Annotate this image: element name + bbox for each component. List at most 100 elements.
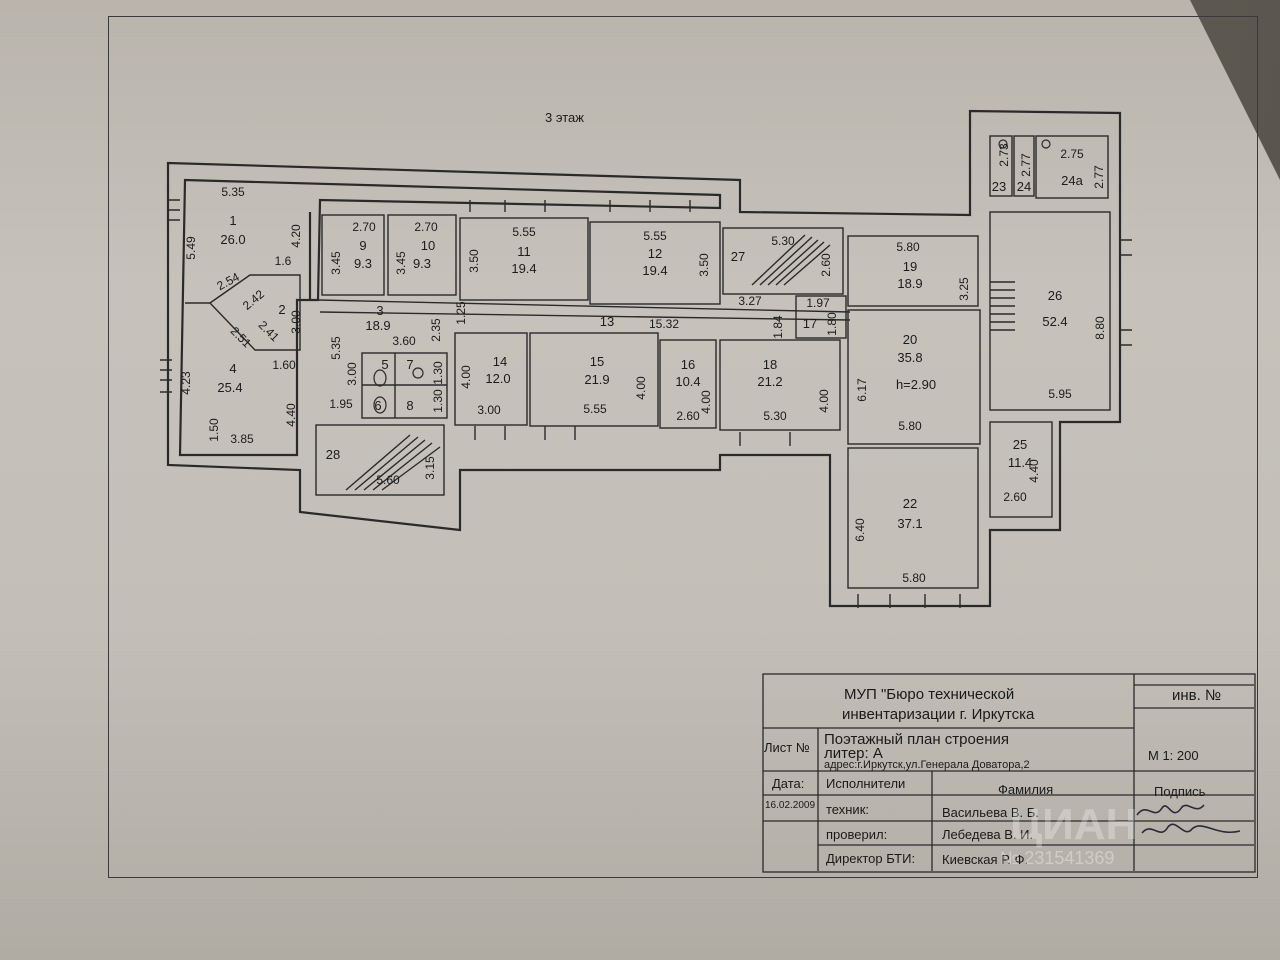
name-checker: Лебедева В. И. <box>942 827 1034 842</box>
dimension: 4.00 <box>699 390 713 414</box>
dimension: 2.41 <box>256 318 283 345</box>
room-label: 14 <box>493 354 507 369</box>
room-label: 17 <box>803 316 817 331</box>
role-director: Директор БТИ: <box>826 851 916 866</box>
role-technician: техник: <box>826 802 869 817</box>
drawing-frame <box>108 16 1258 878</box>
scale: М 1: 200 <box>1148 748 1199 763</box>
dimension: 2.60 <box>819 253 833 277</box>
room-area: 18.9 <box>365 318 390 333</box>
dimension: 2.73 <box>997 143 1011 167</box>
room-area: 19.4 <box>642 263 667 278</box>
dimension: 3.50 <box>467 249 481 273</box>
room-label: 12 <box>648 246 662 261</box>
room-area: 10.4 <box>675 374 700 389</box>
dimension: 3.15 <box>423 456 437 480</box>
address: адрес:г.Иркутск,ул.Генерала Доватора,2 <box>824 759 1030 771</box>
room-area: 21.9 <box>584 372 609 387</box>
dimension: 4.20 <box>289 224 303 248</box>
room-area: 9.3 <box>413 256 431 271</box>
room-label: 16 <box>681 357 695 372</box>
dimension: 3.25 <box>957 277 971 301</box>
room-label: 3 <box>376 303 383 318</box>
room-label: 28 <box>326 447 340 462</box>
dimension: 1.50 <box>207 418 221 442</box>
dimension: 2.70 <box>352 220 376 234</box>
dimension: 3.50 <box>697 253 711 277</box>
dimension: 4.00 <box>817 389 831 413</box>
title-block: МУП "Бюро технической инвентаризации г. … <box>762 673 1256 873</box>
room-label: 24а <box>1061 173 1083 188</box>
dimension: 3.45 <box>394 251 408 275</box>
name-technician: Васильева В. Б. <box>942 805 1039 820</box>
dimension: 2.70 <box>414 220 438 234</box>
dimension: 5.95 <box>1048 387 1072 401</box>
dimension: 2.35 <box>429 318 443 342</box>
dimension: 6.40 <box>853 518 867 542</box>
dimension: 1.60 <box>272 358 296 372</box>
room-label: 8 <box>406 398 413 413</box>
title-block-grid <box>762 673 1256 873</box>
room-label: 20 <box>903 332 917 347</box>
dimension: 4.40 <box>284 403 298 427</box>
room-label: 10 <box>421 238 435 253</box>
room-area: 52.4 <box>1042 314 1067 329</box>
liter: литер: А <box>824 745 883 762</box>
watermark-brand: ЦИАН <box>1010 800 1138 849</box>
dimension: 5.49 <box>184 236 198 260</box>
dimension: 3.27 <box>738 294 762 308</box>
dimension: 5.80 <box>902 571 926 585</box>
dimension: 1.6 <box>275 254 292 268</box>
dimension: 2.42 <box>240 287 267 313</box>
dimension: 3.45 <box>329 251 343 275</box>
room-label: 2 <box>278 302 285 317</box>
room-area: 21.2 <box>757 374 782 389</box>
room-label: 27 <box>731 249 745 264</box>
room-area: 26.0 <box>220 232 245 247</box>
room-label: 11 <box>517 244 531 259</box>
dimension: 1.25 <box>454 301 468 325</box>
room-area: 19.4 <box>511 261 536 276</box>
dimension: 3.85 <box>230 432 254 446</box>
room-area: 18.9 <box>897 276 922 291</box>
room-label: 24 <box>1017 179 1031 194</box>
dimension: 3.60 <box>392 334 416 348</box>
dimension: 8.80 <box>1093 316 1107 340</box>
signature-label: Подпись <box>1154 784 1206 799</box>
dimension: 4.23 <box>179 371 193 395</box>
room-label: 23 <box>992 179 1006 194</box>
dimension: 5.35 <box>329 336 343 360</box>
dimension: 2.51 <box>228 324 255 351</box>
dimension: 2.60 <box>1003 490 1027 504</box>
dimension: 5.35 <box>221 185 245 199</box>
dimension: 1.84 <box>771 315 785 339</box>
room-label: 5 <box>381 357 388 372</box>
handwritten-signatures <box>1136 804 1241 834</box>
dimension: 5.80 <box>898 419 922 433</box>
date-label: Дата: <box>772 776 805 791</box>
room-label: 7 <box>406 357 413 372</box>
outer-wall <box>166 109 1122 608</box>
room-area: 9.3 <box>354 256 372 271</box>
plan-title: Поэтажный план строения <box>824 731 1009 748</box>
dimension: 4.00 <box>459 365 473 389</box>
surname-label: Фамилия <box>998 782 1054 797</box>
room-label: 4 <box>229 361 236 376</box>
performers-label: Исполнители <box>826 776 906 791</box>
dimension: 5.60 <box>376 473 400 487</box>
dimension: 1.30 <box>431 361 445 385</box>
dimension: 5.30 <box>763 409 787 423</box>
dimension: 1.95 <box>329 397 353 411</box>
dimension: 3.00 <box>477 403 501 417</box>
room-label: 19 <box>903 259 917 274</box>
room-area: 11.4 <box>1008 455 1032 470</box>
sheet-number-label: Лист № <box>764 740 810 755</box>
room-label: 22 <box>903 496 917 511</box>
role-checker: проверил: <box>826 827 888 842</box>
dimension: 3.00 <box>345 362 359 386</box>
org-name-line1: МУП "Бюро технической <box>844 686 1015 703</box>
room-2-wall <box>208 274 301 351</box>
dimension: 5.80 <box>896 240 920 254</box>
room-area: 37.1 <box>897 516 922 531</box>
